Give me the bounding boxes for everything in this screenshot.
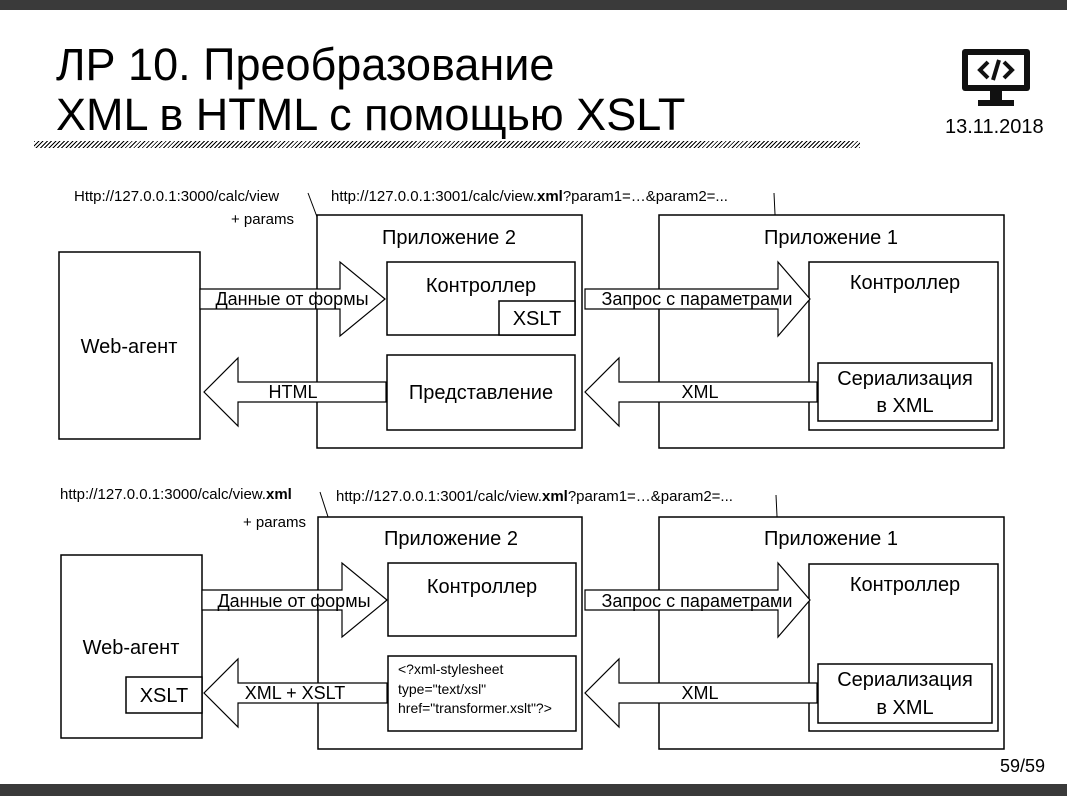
xml-arrow — [584, 657, 818, 729]
app2-controller-box — [387, 562, 577, 637]
client-xslt-box — [125, 676, 203, 714]
app2-controller-label: Контроллер — [426, 275, 536, 297]
app2-title: Приложение 2 — [382, 227, 516, 249]
web-agent-box — [58, 251, 201, 440]
server-url-label: http://127.0.0.1:3001/calc/view.xml?para… — [331, 188, 728, 205]
request-arrow-label: Запрос с параметрами — [602, 591, 793, 611]
app1-title: Приложение 1 — [764, 528, 898, 550]
server-url-label: http://127.0.0.1:3001/calc/view.xml?para… — [336, 488, 733, 505]
client-params-label: + params — [231, 211, 294, 228]
title-underline — [34, 141, 860, 148]
xml-xslt-arrow — [203, 657, 388, 729]
monitor-code-icon — [962, 49, 1030, 106]
app2-title: Приложение 2 — [384, 528, 518, 550]
web-agent-label: Web-агент — [81, 336, 178, 358]
slide-date: 13.11.2018 — [945, 116, 1044, 138]
client-url-label: http://127.0.0.1:3000/calc/view.xml — [60, 486, 292, 503]
form-data-arrow — [201, 561, 388, 639]
xslt-label: XSLT — [513, 308, 562, 330]
client-xslt-label: XSLT — [140, 685, 189, 707]
app1-controller-label: Контроллер — [850, 574, 960, 596]
xslt-box — [498, 300, 576, 336]
form-data-arrow-label: Данные от формы — [215, 289, 368, 309]
html-arrow-label: HTML — [269, 382, 318, 402]
request-arrow — [584, 561, 811, 639]
web-agent-label: Web-агент — [83, 637, 180, 659]
stylesheet-pi-line3: href="transformer.xslt"?> — [398, 700, 552, 716]
serialization-label-line2: в XML — [876, 697, 933, 719]
slide-title-line2: XML в HTML с помощью XSLT — [56, 89, 686, 140]
xml-arrow-label: XML — [681, 683, 718, 703]
client-params-label: + params — [243, 514, 306, 531]
slide-title-line1: ЛР 10. Преобразование — [56, 39, 555, 90]
app1-title: Приложение 1 — [764, 227, 898, 249]
request-arrow-label: Запрос с параметрами — [602, 289, 793, 309]
stylesheet-pi-box — [387, 655, 577, 732]
request-arrow — [584, 260, 811, 338]
form-data-arrow — [199, 260, 386, 338]
app2-controller-label: Контроллер — [427, 576, 537, 598]
xml-arrow-label: XML — [681, 382, 718, 402]
stylesheet-pi-line1: <?xml-stylesheet — [398, 661, 504, 677]
xml-arrow — [584, 356, 818, 428]
view-box — [386, 354, 576, 431]
html-arrow — [203, 356, 387, 428]
bottom-bar — [0, 784, 1067, 796]
slide-title: ЛР 10. Преобразование XML в HTML с помощ… — [56, 40, 685, 140]
top-bar — [0, 0, 1067, 10]
form-data-arrow-label: Данные от формы — [217, 591, 370, 611]
serialization-label-line1: Сериализация — [837, 368, 973, 390]
xml-xslt-arrow-label: XML + XSLT — [245, 683, 346, 703]
serialization-label-line2: в XML — [876, 395, 933, 417]
client-url-label: Http://127.0.0.1:3000/calc/view — [74, 188, 279, 205]
diagram-xslt-on-client: http://127.0.0.1:3000/calc/view.xml + pa… — [60, 486, 1005, 750]
serialization-label-line1: Сериализация — [837, 669, 973, 691]
stylesheet-pi-line2: type="text/xsl" — [398, 681, 486, 697]
view-label: Представление — [409, 382, 553, 404]
app1-controller-label: Контроллер — [850, 272, 960, 294]
serialization-box — [817, 663, 993, 724]
page-number: 59/59 — [1000, 756, 1046, 776]
serialization-box — [817, 362, 993, 422]
diagram-xslt-on-server: Http://127.0.0.1:3000/calc/view + params… — [58, 188, 1005, 449]
